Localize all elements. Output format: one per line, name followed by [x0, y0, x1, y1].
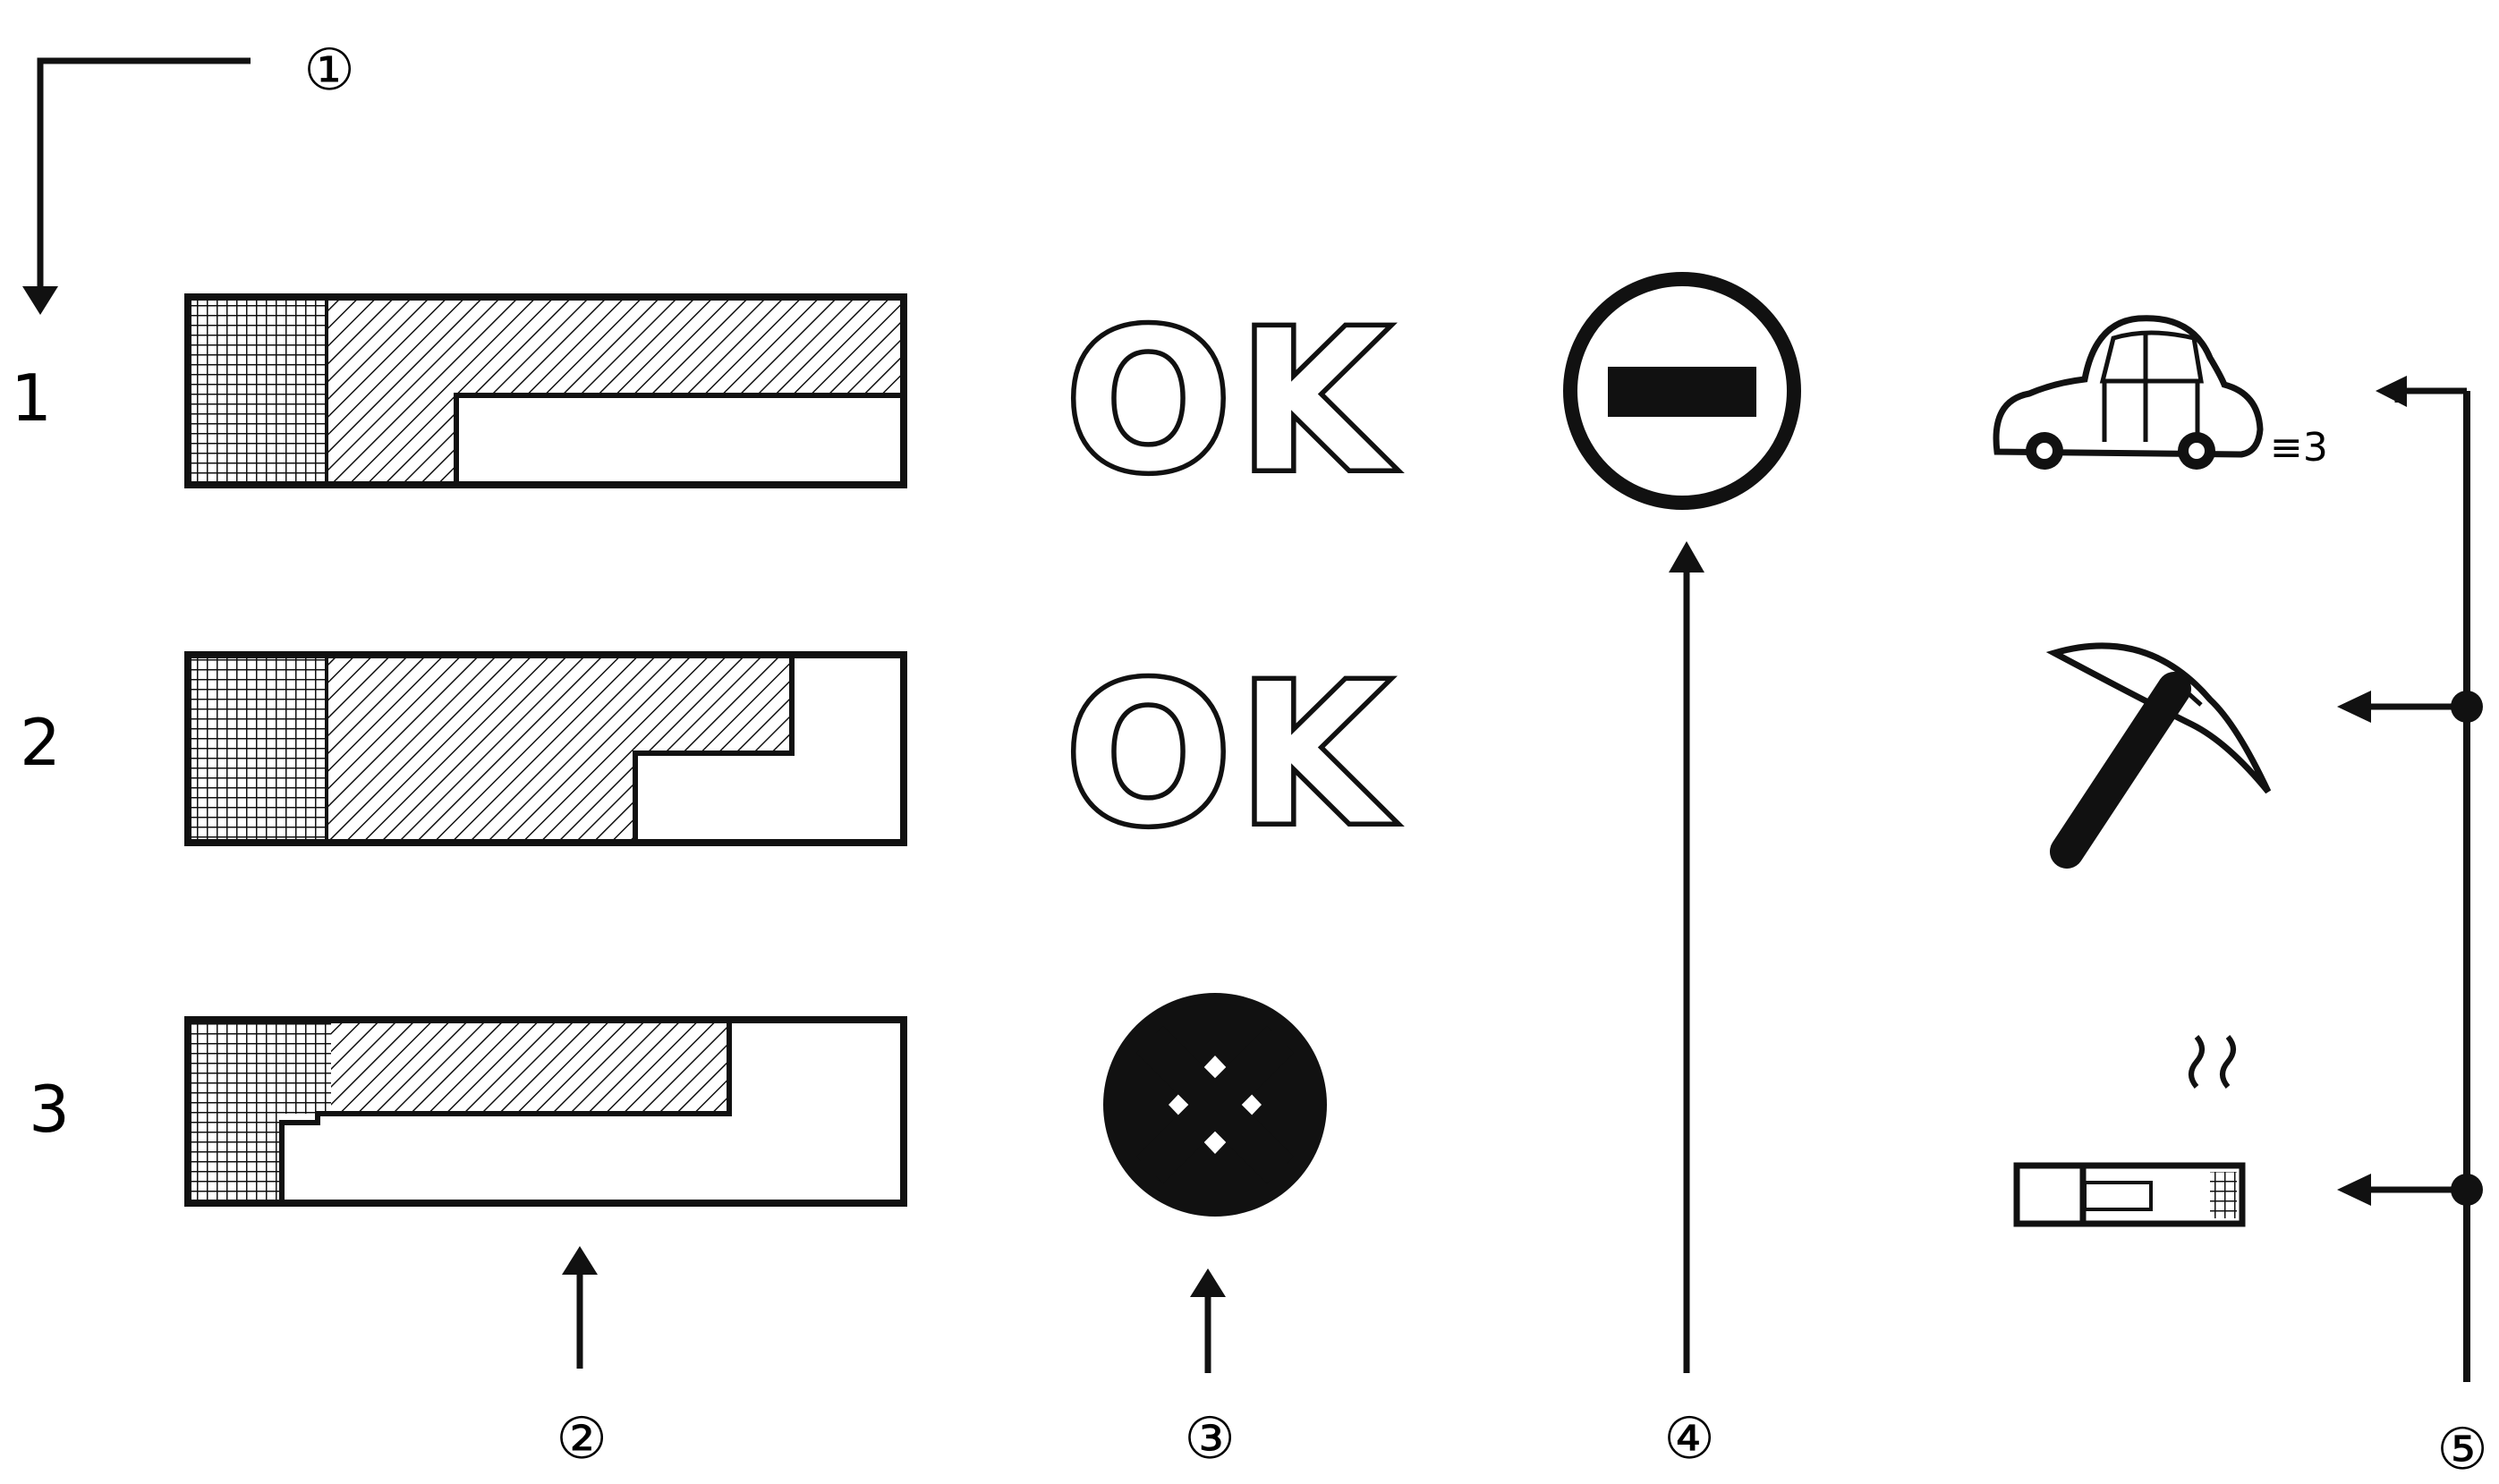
row-number-1: 1: [11, 360, 52, 436]
level-bar-3: [188, 1020, 904, 1203]
x-circle-icon: [1103, 993, 1327, 1217]
row-number-3: 3: [29, 1072, 70, 1147]
callout-3: ③: [1184, 1406, 1235, 1472]
callout-2: ②: [556, 1406, 607, 1472]
car-exhaust-mark: ≡3: [2270, 425, 2328, 471]
row-number-2: 2: [20, 705, 61, 780]
cigarette-icon: [2017, 1037, 2242, 1224]
car-icon: [1996, 318, 2260, 470]
callout-3-arrow: [1190, 1268, 1226, 1373]
callout-2-arrow: [562, 1246, 598, 1369]
callout-4: ④: [1663, 1406, 1714, 1472]
callout-1: ①: [303, 38, 354, 104]
status-ok-2-inline: OK: [1065, 640, 1397, 869]
callout-5: ⑤: [2436, 1417, 2487, 1483]
callout-4-arrow: [1669, 541, 1704, 1373]
level-bar-1: [188, 297, 904, 485]
callout-1-arrow: [22, 61, 251, 315]
pickaxe-icon: [2054, 646, 2268, 852]
no-entry-icon: [1570, 279, 1794, 503]
callout-5-bracket: [2337, 376, 2483, 1382]
level-bar-2: [188, 655, 904, 843]
status-ok-1-inline: OK: [1065, 287, 1397, 516]
